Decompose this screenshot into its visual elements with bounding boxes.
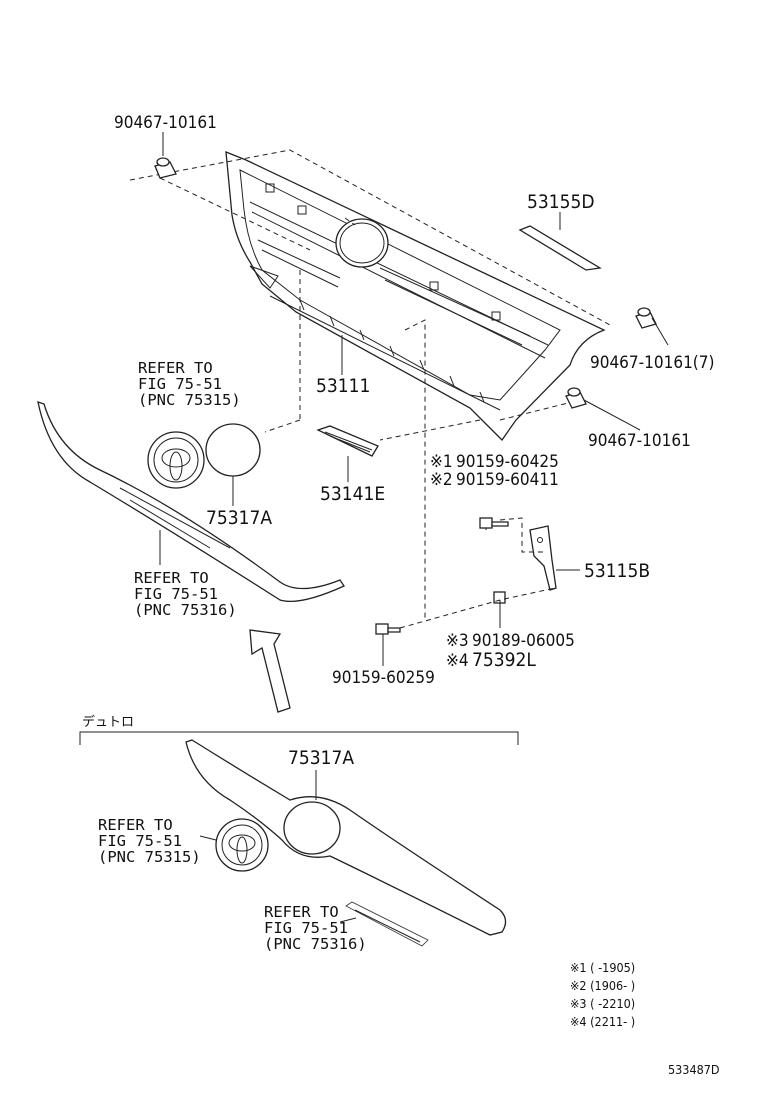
up-arrow-icon	[249, 629, 291, 713]
section-bracket	[79, 731, 519, 745]
lower-ref-emblem-line-3: (PNC 75315)	[98, 848, 201, 866]
label-note-3-mark: ※3	[446, 631, 469, 651]
lower-ref-name-line-2: FIG 75-51	[264, 919, 348, 937]
label-lower-grille: 53141E	[320, 483, 385, 505]
top-clip-line	[129, 149, 611, 326]
ref-molding-line-3: (PNC 75316)	[134, 601, 237, 619]
ref-emblem-line-2: FIG 75-51	[138, 375, 222, 393]
legend-2: ※2 (1906- )	[570, 978, 635, 993]
label-note-2-mark: ※2	[430, 470, 453, 490]
nameplate-lower	[345, 901, 429, 947]
clip-top	[154, 157, 177, 179]
lower-ref-name-line-1: REFER TO	[264, 903, 339, 921]
dutro-grille-plate	[185, 739, 507, 936]
label-clip-right: 90467-10161(7)	[590, 353, 714, 373]
figure-id: 533487D	[668, 1062, 720, 1077]
lower-ref-emblem-line-1: REFER TO	[98, 816, 173, 834]
bolt-bottom	[375, 623, 401, 635]
bracket	[499, 517, 557, 591]
ref-molding-line-1: REFER TO	[134, 569, 209, 587]
toyota-emblem-lower-icon	[215, 818, 269, 872]
clip-right	[635, 307, 657, 329]
label-bolt-bottom: 90159-60259	[332, 668, 435, 688]
ref-molding-line-2: FIG 75-51	[134, 585, 218, 603]
toyota-emblem-icon	[147, 431, 205, 489]
bolt-top	[479, 517, 509, 529]
label-note-3-pn: 90189-06005	[472, 631, 575, 651]
ref-emblem-line-1: REFER TO	[138, 359, 213, 377]
label-emblem-plate: 75317A	[206, 507, 272, 529]
label-clip-top: 90467-10161	[114, 113, 217, 133]
label-molding-upper: 53155D	[527, 191, 595, 213]
upper-molding	[518, 225, 602, 271]
section-title: デュトロ	[82, 714, 134, 730]
legend-1: ※1 ( -1905)	[570, 960, 635, 975]
radiator-grille	[225, 151, 606, 442]
lower-ref-emblem-line-2: FIG 75-51	[98, 832, 182, 850]
label-note-1-pn: 90159-60425	[456, 452, 559, 472]
label-note-1-mark: ※1	[430, 452, 453, 472]
label-note-2-pn: 90159-60411	[456, 470, 559, 490]
label-bracket: 53115B	[584, 560, 650, 582]
legend-3: ※3 ( -2210)	[570, 996, 635, 1011]
label-note-4-pn: 75392L	[472, 649, 536, 671]
legend-4: ※4 (2211- )	[570, 1014, 635, 1029]
ref-emblem-line-3: (PNC 75315)	[138, 391, 241, 409]
label-clip-right-2: 90467-10161	[588, 431, 691, 451]
clip-right-2	[565, 387, 587, 409]
lower-ref-name-line-3: (PNC 75316)	[264, 935, 367, 953]
label-grille: 53111	[316, 375, 370, 397]
label-lower-plate: 75317A	[288, 747, 354, 769]
emblem-plate-upper	[205, 423, 261, 477]
label-note-4-mark: ※4	[446, 651, 469, 671]
lower-grille-piece	[316, 425, 379, 457]
front-molding-strip	[37, 401, 345, 603]
